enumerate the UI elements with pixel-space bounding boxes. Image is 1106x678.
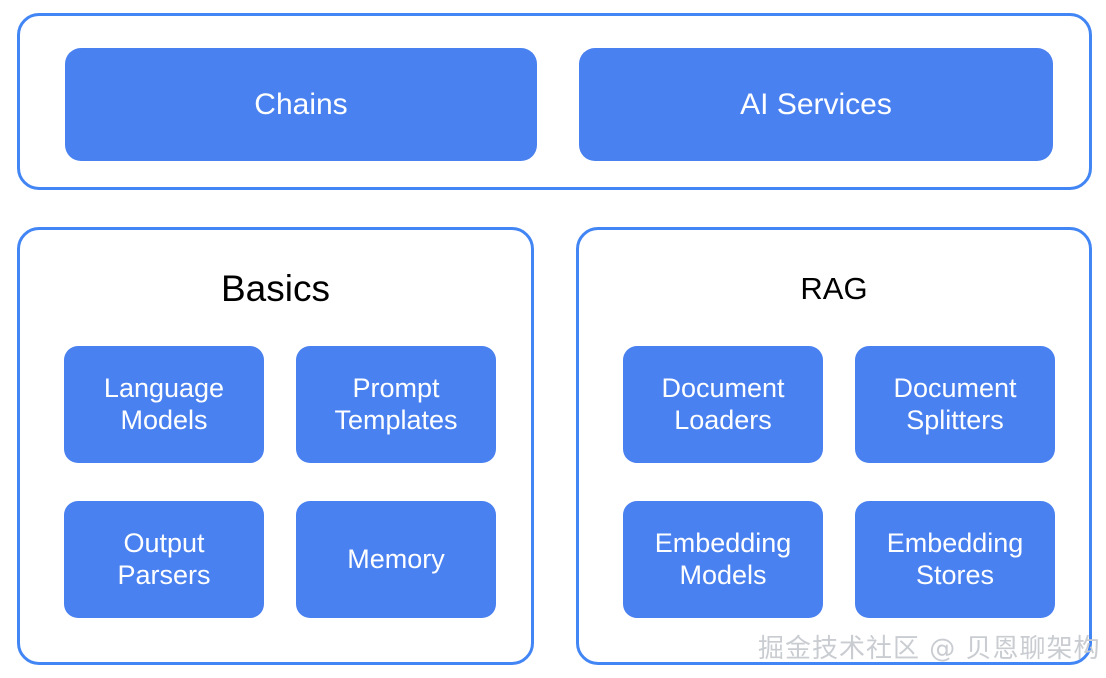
node-output-parsers[interactable]: Output Parsers: [64, 501, 264, 618]
node-chains[interactable]: Chains: [65, 48, 537, 161]
node-document-loaders[interactable]: Document Loaders: [623, 346, 823, 463]
group-rag: RAG Document Loaders Document Splitters …: [576, 227, 1092, 665]
group-basics: Basics Language Models Prompt Templates …: [17, 227, 534, 665]
node-ai-services[interactable]: AI Services: [579, 48, 1053, 161]
node-language-models[interactable]: Language Models: [64, 346, 264, 463]
group-rag-title: RAG: [800, 271, 868, 306]
group-top-layer: Chains AI Services: [17, 13, 1092, 190]
node-embedding-stores[interactable]: Embedding Stores: [855, 501, 1055, 618]
node-prompt-templates[interactable]: Prompt Templates: [296, 346, 496, 463]
group-basics-title: Basics: [221, 268, 330, 309]
node-document-splitters[interactable]: Document Splitters: [855, 346, 1055, 463]
node-memory[interactable]: Memory: [296, 501, 496, 618]
node-embedding-models[interactable]: Embedding Models: [623, 501, 823, 618]
